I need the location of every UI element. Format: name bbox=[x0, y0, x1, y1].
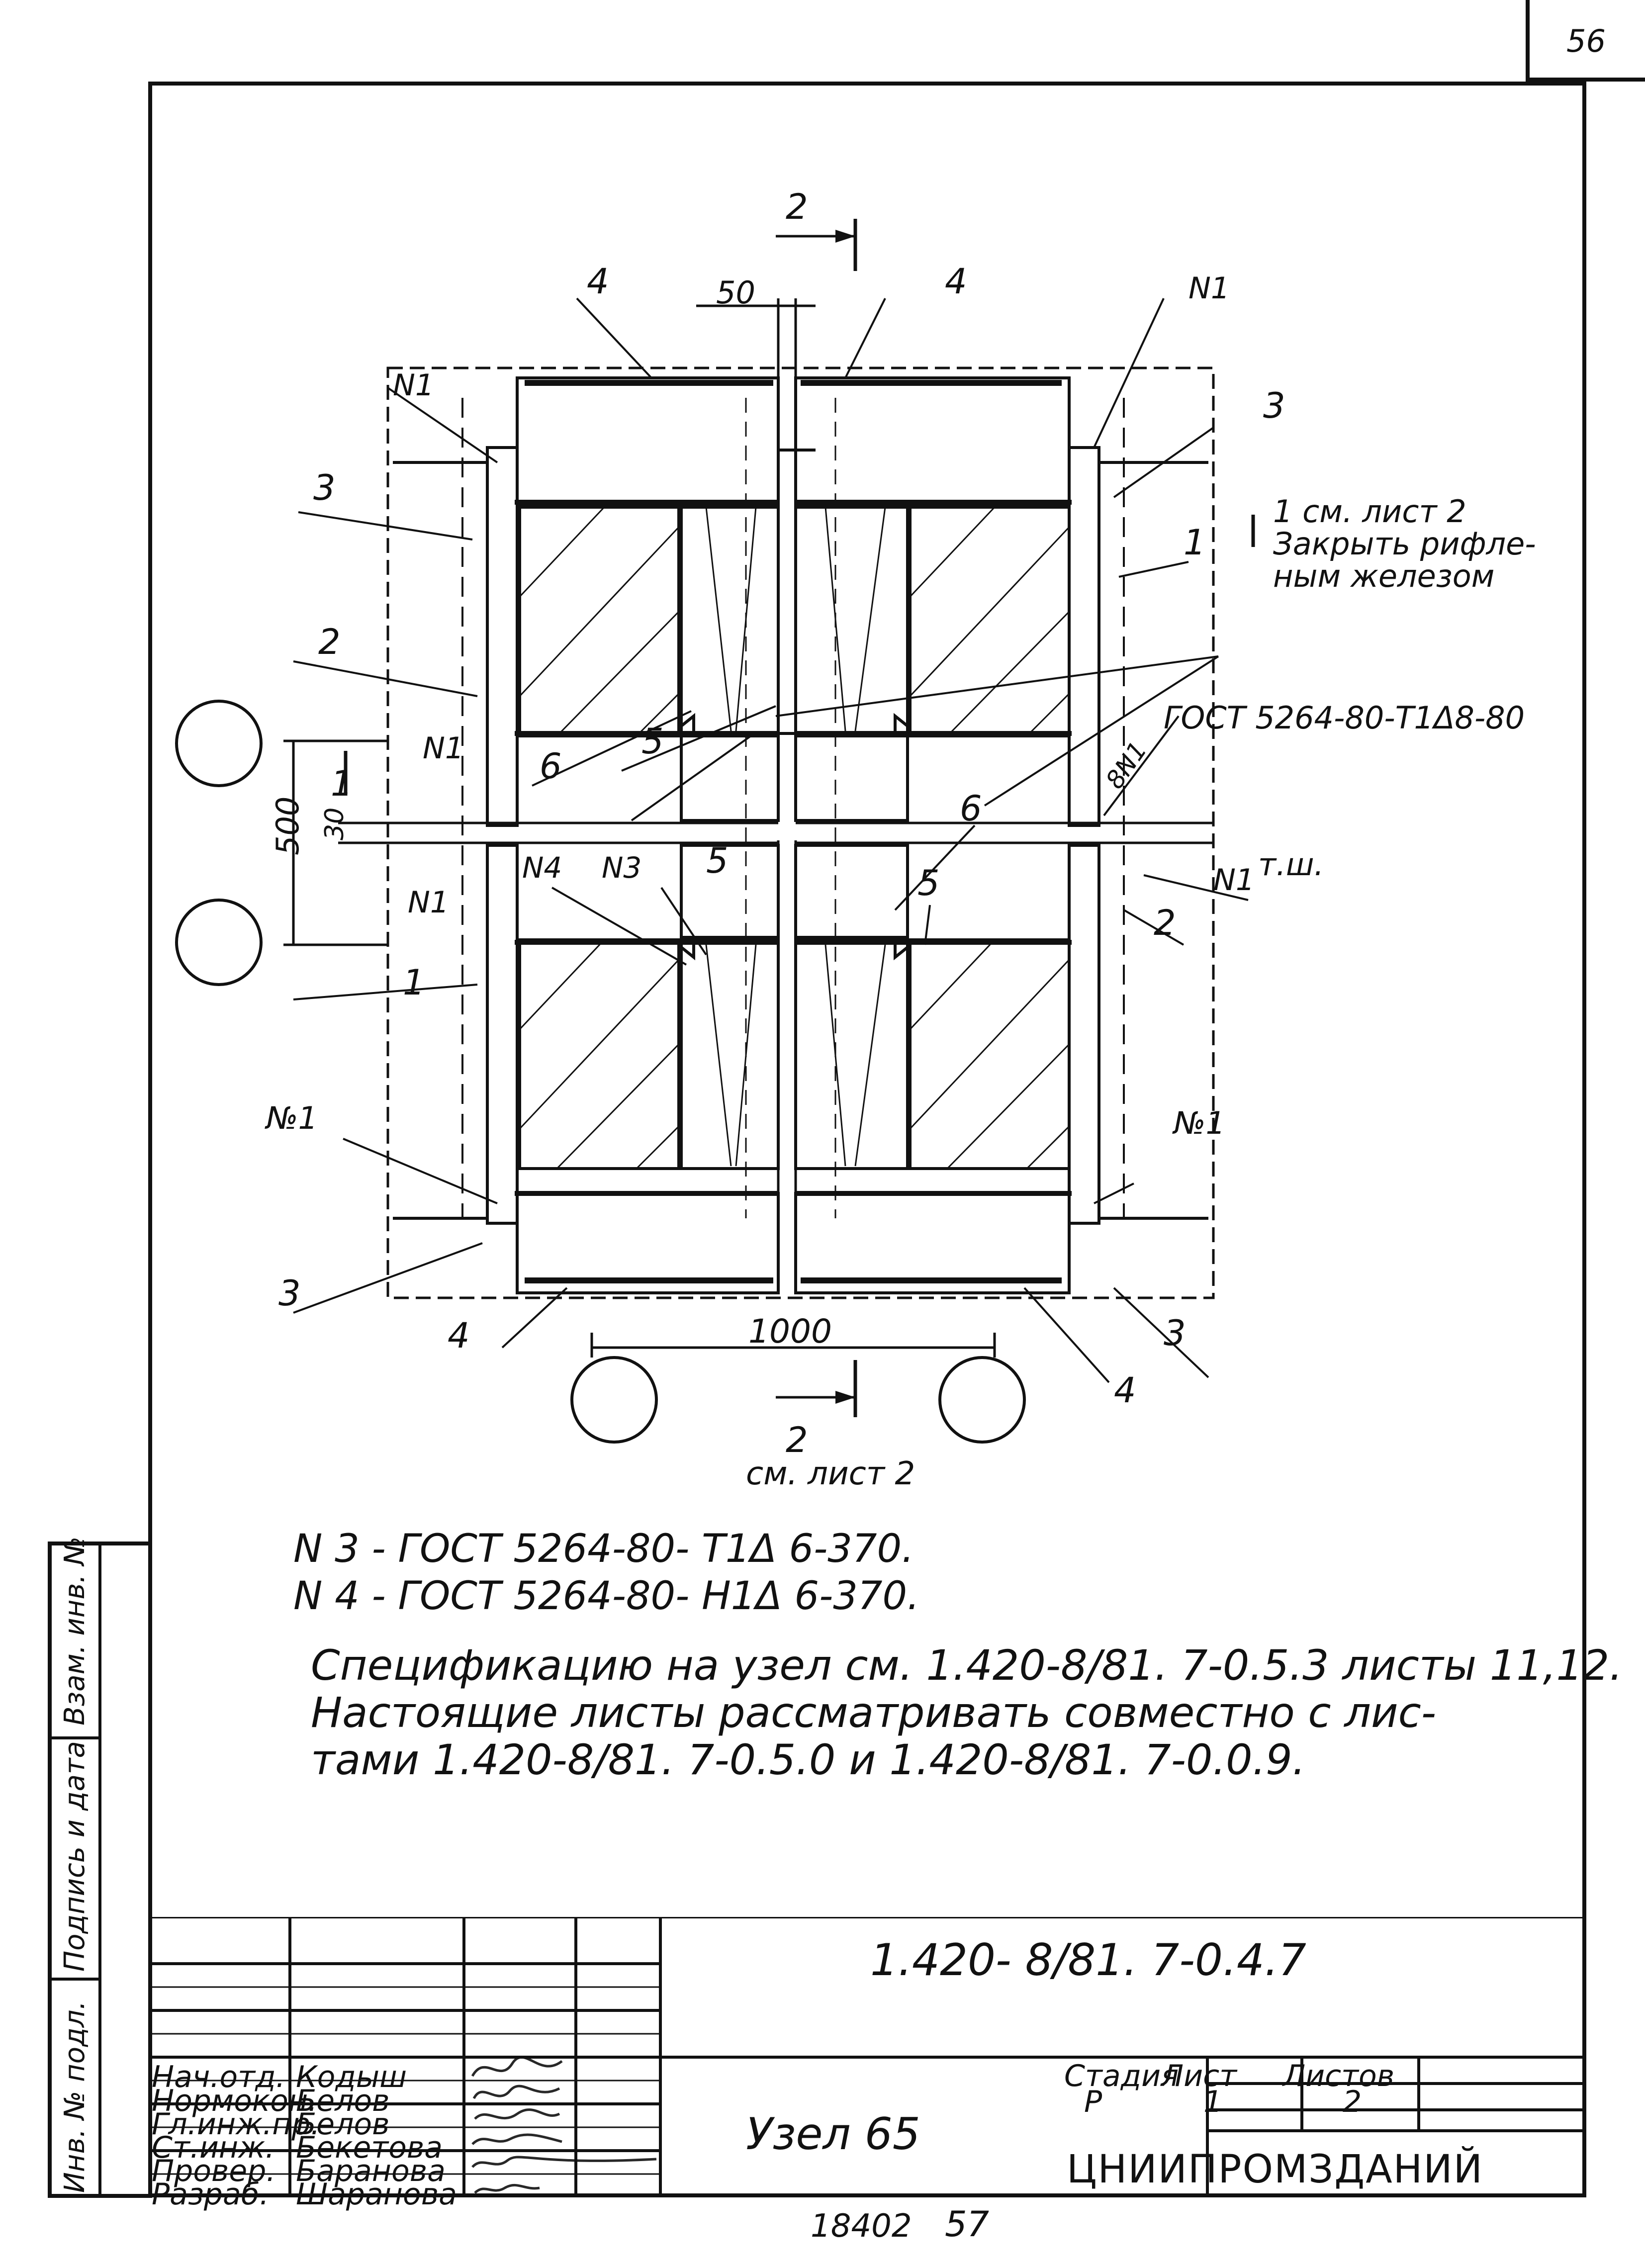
name-3: Белов bbox=[296, 2107, 390, 2142]
section-mark-top: 2 bbox=[786, 186, 808, 227]
dim-1000: 1000 bbox=[748, 1312, 832, 1351]
signature-4 bbox=[470, 2124, 564, 2162]
dim-30: 30 bbox=[320, 808, 350, 840]
mark-3-left-top: 3 bbox=[313, 467, 336, 508]
name-5: Баранова bbox=[296, 2154, 446, 2188]
page-number: 56 bbox=[1566, 23, 1606, 59]
n1-mid-right: N1 bbox=[1213, 863, 1255, 898]
n1-mid-left: N1 bbox=[423, 731, 464, 766]
mark-5-lower: 5 bbox=[706, 840, 729, 881]
n4-label: N4 bbox=[522, 851, 562, 885]
stage-value: Р bbox=[1084, 2085, 1102, 2119]
strip-vzam: Взам. инв. № bbox=[59, 1536, 91, 1725]
organization: ЦНИИПРОМЗДАНИЙ bbox=[1067, 2147, 1483, 2192]
role-2: Нормокон. bbox=[152, 2084, 318, 2118]
sheet-value: 1 bbox=[1203, 2085, 1223, 2119]
node-title: Узел 65 bbox=[746, 2108, 920, 2160]
dim-50: 50 bbox=[716, 274, 755, 311]
signature-1 bbox=[470, 2054, 564, 2091]
callout-note-a: 1 см. лист 2 bbox=[1273, 493, 1466, 530]
mark-4-bottom-right: 4 bbox=[1114, 1370, 1136, 1411]
section-ref: см. лист 2 bbox=[746, 1455, 915, 1492]
dim-500: 500 bbox=[270, 797, 306, 855]
title-block-grid bbox=[148, 1917, 1586, 2197]
signature-3 bbox=[470, 2101, 564, 2139]
signature-5 bbox=[470, 2148, 659, 2185]
mark-5-left: 5 bbox=[641, 721, 664, 762]
mark-6-left: 6 bbox=[540, 746, 562, 787]
drawing-code: 1.420- 8/81. 7-0.4.7 bbox=[870, 1934, 1306, 1986]
note-together-2: тами 1.420-8/81. 7-0.5.0 и 1.420-8/81. 7… bbox=[311, 1735, 1306, 1784]
n1-alt-left: №1 bbox=[265, 1100, 318, 1136]
page-number-box bbox=[1526, 0, 1645, 82]
role-6: Разраб. bbox=[152, 2177, 269, 2212]
mark-3-left-bottom: 3 bbox=[278, 1273, 301, 1314]
mark-4-top-right: 4 bbox=[945, 261, 967, 302]
side-strip-lines bbox=[48, 1542, 101, 2198]
callout-note-b: Закрыть рифле- bbox=[1273, 526, 1536, 562]
mark-2-left: 2 bbox=[318, 622, 341, 662]
strip-podpis: Подпись и дата bbox=[59, 1741, 91, 1972]
note-spec: Спецификацию на узел см. 1.420-8/81. 7-0… bbox=[311, 1641, 1623, 1690]
mark-4-top-left: 4 bbox=[587, 261, 609, 302]
signature-2 bbox=[470, 2079, 564, 2116]
mark-1-section: 1 bbox=[331, 763, 353, 804]
role-3: Гл.инж.пр. bbox=[152, 2107, 320, 2142]
mark-5-right: 5 bbox=[917, 863, 940, 904]
gost-weld: ГОСТ 5264-80-Т1Δ8-80 bbox=[1164, 700, 1525, 736]
callout-note-c: ным железом bbox=[1273, 558, 1494, 594]
signature-6 bbox=[470, 2173, 564, 2210]
stage-label: Стадия bbox=[1064, 2059, 1179, 2093]
mark-4-bottom-left: 4 bbox=[448, 1315, 470, 1356]
mark-3-right-bottom: 3 bbox=[1164, 1313, 1186, 1354]
mark-2-right: 2 bbox=[1154, 903, 1176, 943]
mark-3-right-top: 3 bbox=[1263, 385, 1285, 426]
n3-label: N3 bbox=[602, 851, 641, 885]
tsh-label: т.ш. bbox=[1258, 846, 1324, 883]
n1-alt-right: №1 bbox=[1172, 1105, 1225, 1141]
name-6: Шаранова bbox=[296, 2177, 457, 2212]
note-together-1: Настоящие листы рассматривать совместно … bbox=[311, 1688, 1437, 1737]
role-1: Нач.отд. bbox=[152, 2060, 285, 2094]
name-1: Кодыш bbox=[296, 2060, 407, 2094]
page-ref: 57 bbox=[945, 2204, 990, 2245]
mark-1-left: 1 bbox=[403, 962, 425, 1003]
n1-rotated: 8N1 bbox=[1100, 736, 1152, 794]
note-n4: N 4 - ГОСТ 5264-80- Н1Δ 6-370. bbox=[293, 1574, 919, 1619]
sheets-label: Листов bbox=[1283, 2059, 1395, 2093]
section-mark-bottom: 2 bbox=[786, 1420, 808, 1460]
n1-lower-left: N1 bbox=[408, 885, 449, 920]
strip-inv-podl: Инв. № подл. bbox=[59, 2000, 91, 2193]
mark-1-right: 1 bbox=[1184, 522, 1206, 563]
name-4: Бекетова bbox=[296, 2130, 443, 2165]
role-5: Провер. bbox=[152, 2154, 276, 2188]
mark-6-right: 6 bbox=[960, 788, 982, 829]
note-n3: N 3 - ГОСТ 5264-80- Т1Δ 6-370. bbox=[293, 1527, 914, 1571]
archive-number: 18402 bbox=[811, 2208, 912, 2245]
sheet-label: Лист bbox=[1161, 2059, 1237, 2093]
n1-top-left: N1 bbox=[393, 368, 434, 403]
n1-top-right: N1 bbox=[1188, 271, 1230, 306]
axis-bubbles bbox=[175, 700, 1026, 1444]
sheets-value: 2 bbox=[1343, 2085, 1362, 2119]
drawing-frame bbox=[148, 82, 1586, 2197]
role-4: Ст.инж. bbox=[152, 2130, 275, 2165]
name-2: Белов bbox=[296, 2084, 390, 2118]
